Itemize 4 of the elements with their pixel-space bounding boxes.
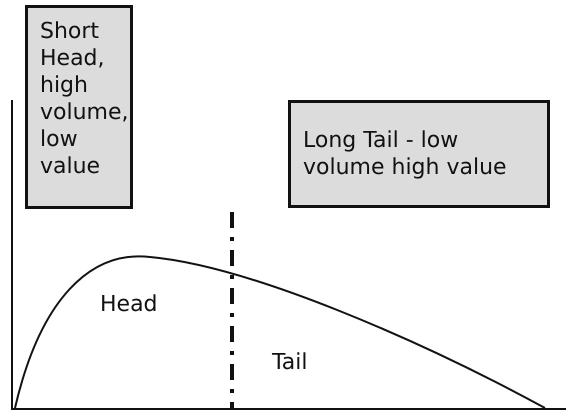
region-label: Head <box>100 292 158 317</box>
text-box: Long Tail - low volume high value <box>288 100 550 208</box>
text-box: Short Head, high volume, low value <box>25 5 133 209</box>
region-label: Tail <box>272 350 308 375</box>
